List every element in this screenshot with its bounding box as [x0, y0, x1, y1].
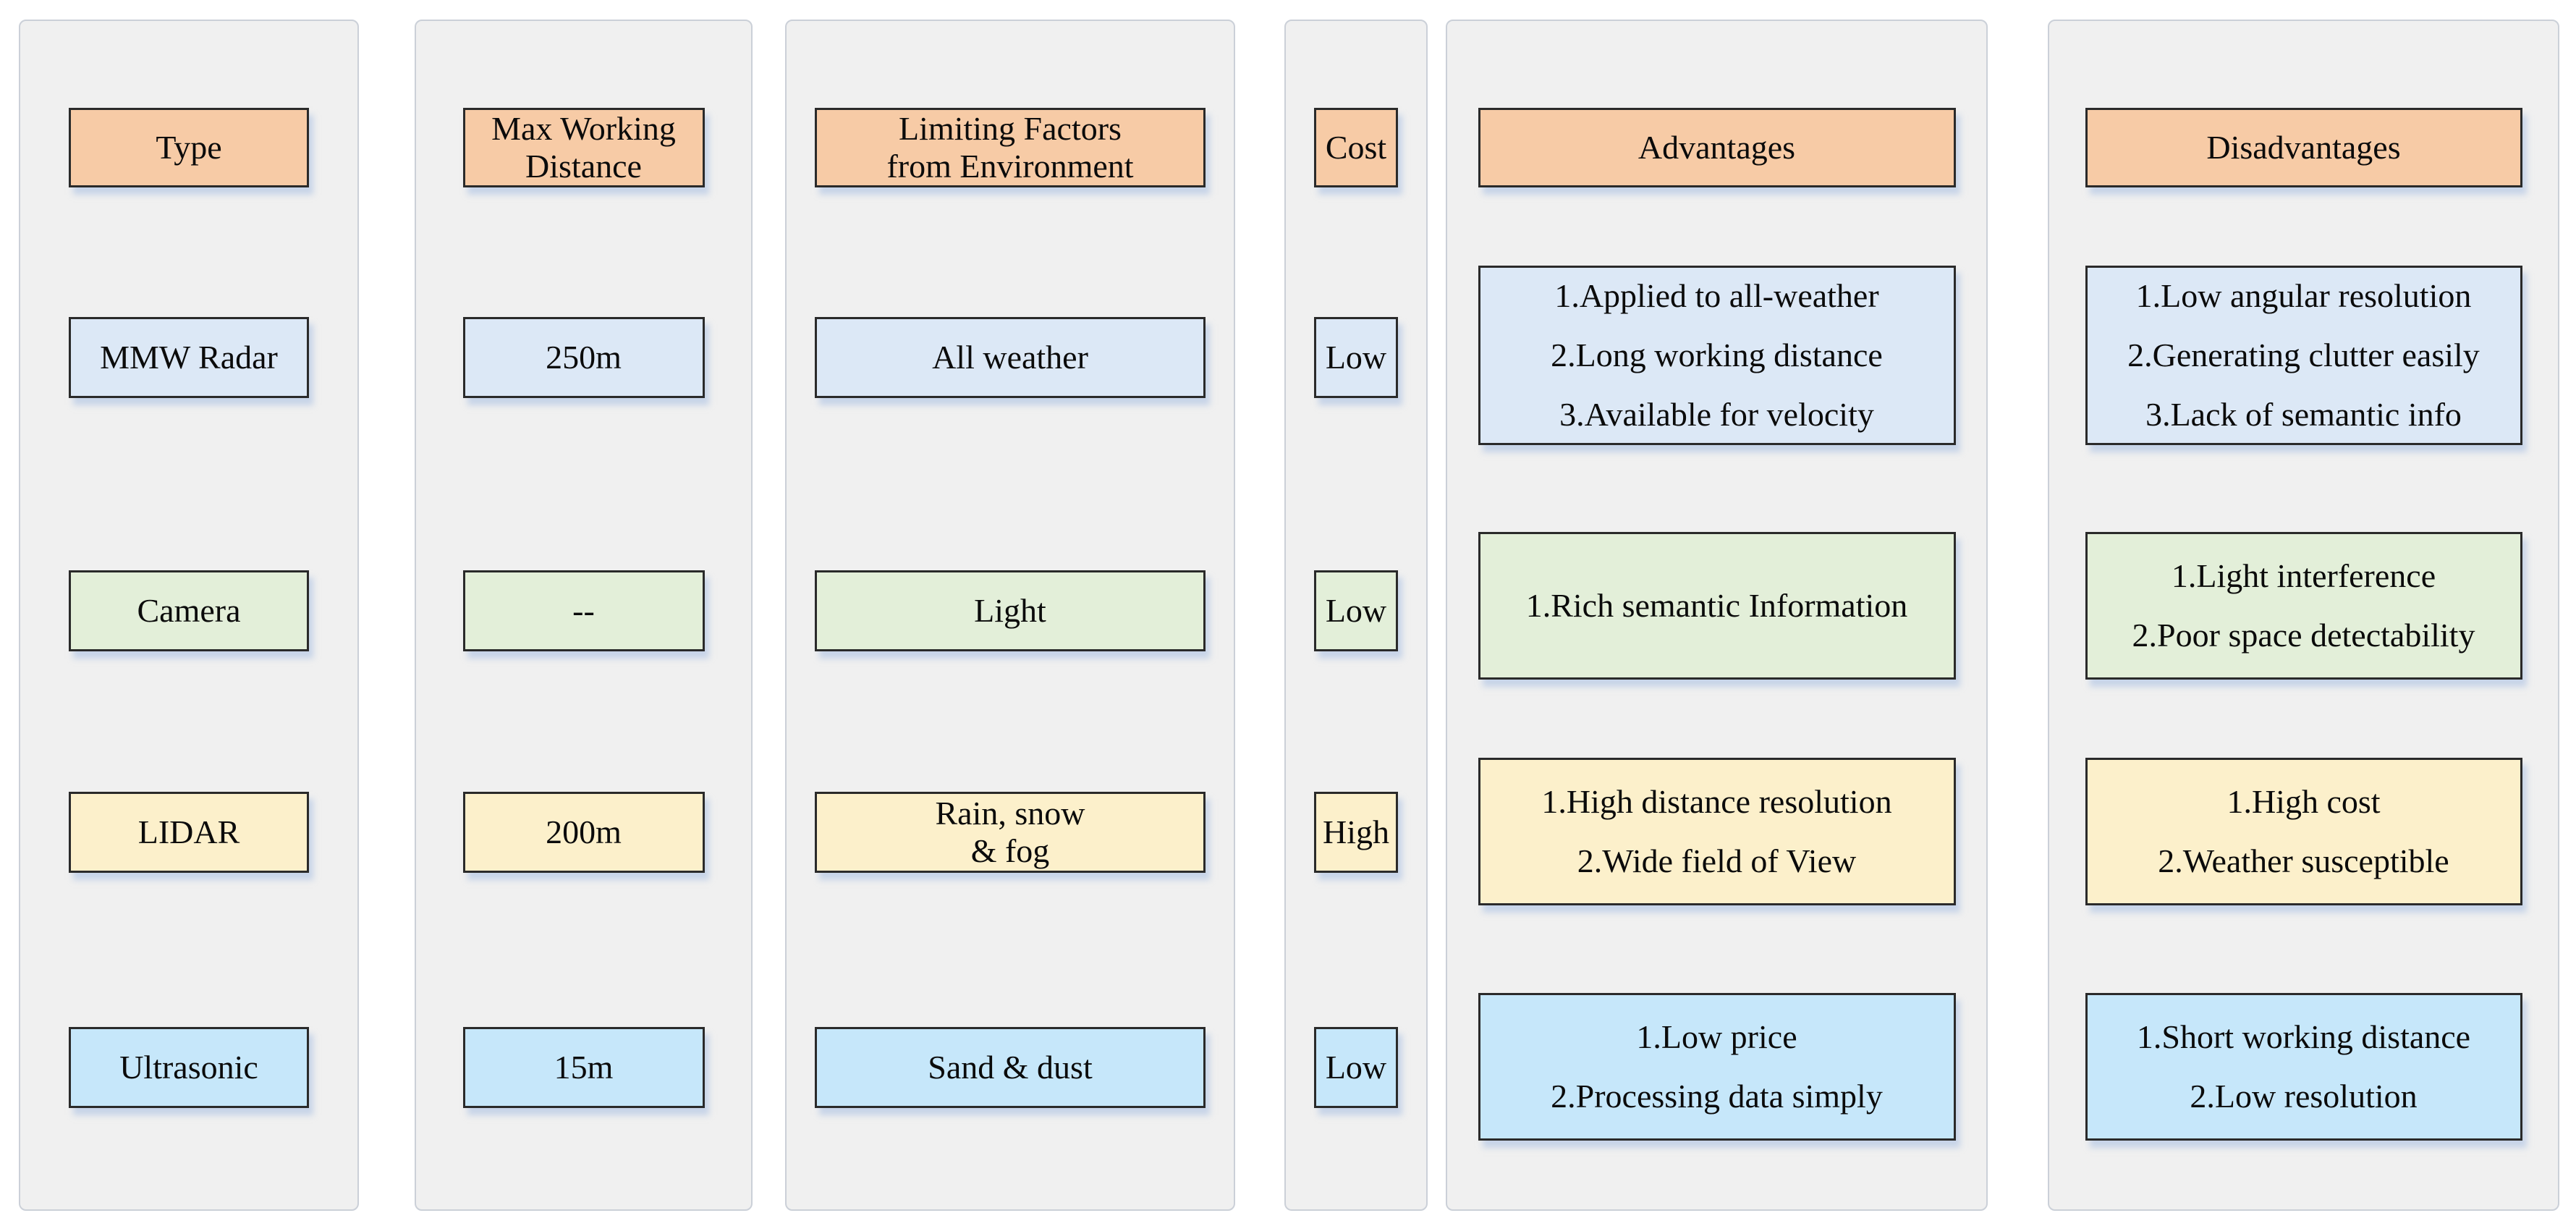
cell-limiting-factors-ultrasonic: Sand & dust: [815, 1027, 1206, 1108]
header-label: Cost: [1325, 129, 1387, 166]
column-type: Type MMW Radar Camera LIDAR Ultrasonic: [19, 20, 359, 1211]
cell-text: Low: [1325, 1049, 1387, 1086]
cell-text: High: [1323, 813, 1389, 850]
cell-limiting-factors-camera: Light: [815, 570, 1206, 651]
cell-text: --: [572, 592, 595, 629]
cell-disadvantages-camera: 1.Light interference 2.Poor space detect…: [2085, 532, 2522, 680]
cell-disadvantages-mmw-radar: 1.Low angular resolution 2.Generating cl…: [2085, 266, 2522, 445]
column-advantages: Advantages 1.Applied to all-weather 2.Lo…: [1446, 20, 1988, 1211]
cell-text: 2.Long working distance: [1551, 337, 1883, 373]
cell-max-working-distance-mmw-radar: 250m: [462, 317, 705, 398]
cell-text: Sand & dust: [928, 1049, 1093, 1086]
header-box-limiting-factors: Limiting Factors from Environment: [815, 108, 1206, 187]
cell-cost-ultrasonic: Low: [1314, 1027, 1398, 1108]
cell-text: 1.Rich semantic Information: [1525, 587, 1908, 624]
header-box-type: Type: [69, 108, 309, 187]
header-label: Disadvantages: [2206, 129, 2401, 166]
cell-text: 15m: [554, 1049, 614, 1086]
cell-advantages-ultrasonic: 1.Low price 2.Processing data simply: [1478, 993, 1956, 1141]
cell-type-ultrasonic: Ultrasonic: [69, 1027, 309, 1108]
column-cost: Cost Low Low High Low: [1284, 20, 1428, 1211]
cell-text: Light: [974, 592, 1046, 629]
cell-text: 2.Poor space detectability: [2132, 617, 2475, 654]
cell-cost-mmw-radar: Low: [1314, 317, 1398, 398]
cell-disadvantages-ultrasonic: 1.Short working distance 2.Low resolutio…: [2085, 993, 2522, 1141]
cell-text: 2.Weather susceptible: [2158, 842, 2449, 879]
cell-text: 1.Light interference: [2171, 557, 2436, 594]
cell-text: Camera: [137, 592, 241, 629]
cell-text: 1.High cost: [2227, 783, 2381, 820]
header-label: Distance: [525, 148, 642, 185]
cell-text: 3.Lack of semantic info: [2145, 396, 2462, 433]
cell-limiting-factors-lidar: Rain, snow & fog: [815, 792, 1206, 873]
header-label: Max Working: [491, 110, 676, 147]
cell-text: 200m: [546, 813, 622, 850]
cell-text: MMW Radar: [100, 339, 278, 376]
cell-text: Ultrasonic: [119, 1049, 258, 1086]
cell-text: LIDAR: [137, 813, 240, 850]
cell-text: 2.Wide field of View: [1577, 842, 1857, 879]
cell-text: 1.Applied to all-weather: [1554, 277, 1879, 314]
cell-text: 1.Low price: [1636, 1018, 1797, 1055]
column-limiting-factors: Limiting Factors from Environment All we…: [785, 20, 1235, 1211]
cell-text: 2.Low resolution: [2190, 1078, 2418, 1115]
header-box-cost: Cost: [1314, 108, 1398, 187]
header-box-max-working-distance: Max Working Distance: [462, 108, 705, 187]
header-label: from Environment: [886, 148, 1134, 185]
cell-max-working-distance-camera: --: [462, 570, 705, 651]
cell-text: All weather: [932, 339, 1088, 376]
header-label: Type: [156, 129, 222, 166]
cell-text: 2.Generating clutter easily: [2127, 337, 2480, 373]
cell-text: Rain, snow: [935, 795, 1085, 832]
cell-max-working-distance-lidar: 200m: [462, 792, 705, 873]
cell-type-mmw-radar: MMW Radar: [69, 317, 309, 398]
cell-text: 1.High distance resolution: [1541, 783, 1892, 820]
cell-type-lidar: LIDAR: [69, 792, 309, 873]
cell-cost-lidar: High: [1314, 792, 1398, 873]
cell-text: 2.Processing data simply: [1551, 1078, 1883, 1115]
cell-advantages-camera: 1.Rich semantic Information: [1478, 532, 1956, 680]
cell-text: 250m: [546, 339, 622, 376]
header-box-disadvantages: Disadvantages: [2085, 108, 2522, 187]
cell-limiting-factors-mmw-radar: All weather: [815, 317, 1206, 398]
cell-text: & fog: [970, 832, 1050, 869]
header-box-advantages: Advantages: [1478, 108, 1956, 187]
cell-text: 1.Low angular resolution: [2135, 277, 2472, 314]
cell-text: Low: [1325, 592, 1387, 629]
cell-text: 1.Short working distance: [2136, 1018, 2471, 1055]
cell-advantages-mmw-radar: 1.Applied to all-weather 2.Long working …: [1478, 266, 1956, 445]
cell-max-working-distance-ultrasonic: 15m: [462, 1027, 705, 1108]
column-max-working-distance: Max Working Distance 250m -- 200m 15m: [415, 20, 753, 1211]
cell-advantages-lidar: 1.High distance resolution 2.Wide field …: [1478, 758, 1956, 905]
column-disadvantages: Disadvantages 1.Low angular resolution 2…: [2048, 20, 2559, 1211]
cell-text: 3.Available for velocity: [1559, 396, 1874, 433]
header-label: Limiting Factors: [899, 110, 1122, 147]
cell-type-camera: Camera: [69, 570, 309, 651]
cell-disadvantages-lidar: 1.High cost 2.Weather susceptible: [2085, 758, 2522, 905]
cell-cost-camera: Low: [1314, 570, 1398, 651]
header-label: Advantages: [1637, 129, 1796, 166]
cell-text: Low: [1325, 339, 1387, 376]
